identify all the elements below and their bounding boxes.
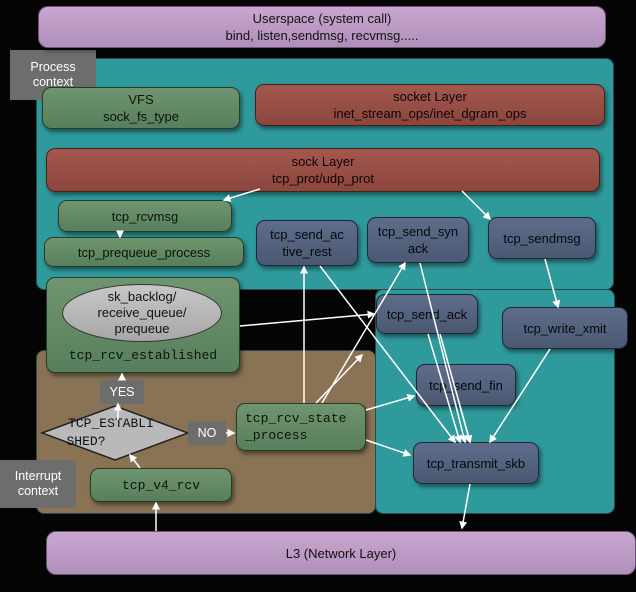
tcp-send-active-rest-line1: tcp_send_ac <box>270 227 344 242</box>
arrow-state-to-transmit <box>365 439 412 457</box>
sk-backlog-ellipse: sk_backlog/ receive_queue/ prequeue <box>62 284 222 342</box>
userspace-box: Userspace (system call) bind, listen,sen… <box>38 6 606 48</box>
tcp-rcvmsg-label: tcp_rcvmsg <box>111 208 179 224</box>
arrow-transmit-to-l3 <box>459 483 471 530</box>
arrow-sendmsg-to-write-xmit <box>544 258 561 309</box>
tcp-rcv-state-process-box: tcp_rcv_state _process <box>236 403 366 451</box>
arrow-sock-to-rcvmsg <box>222 188 261 202</box>
yes-label: YES <box>100 380 144 404</box>
no-label-text: NO <box>197 425 217 440</box>
tcp-sendmsg-box: tcp_sendmsg <box>488 217 596 259</box>
tcp-transmit-skb-box: tcp_transmit_skb <box>413 442 539 484</box>
tcp-rcv-established-label: tcp_rcv_established <box>68 348 218 363</box>
sock-layer-line1: sock Layer <box>291 154 355 169</box>
tcp-send-active-rest-line2: tive_rest <box>282 244 332 259</box>
tcp-sendmsg-label: tcp_sendmsg <box>503 230 581 246</box>
interrupt-context-label: Interrupt context <box>0 460 76 508</box>
userspace-line1: Userspace (system call) <box>252 11 392 26</box>
tcp-rcvmsg-box: tcp_rcvmsg <box>58 200 232 232</box>
process-context-line2: context <box>32 75 74 89</box>
arrow-state-to-established <box>315 353 364 404</box>
socket-layer-line2: inet_stream_ops/inet_dgram_ops <box>333 106 527 121</box>
socket-layer-line1: socket Layer <box>393 89 467 104</box>
l3-network-layer-box: L3 (Network Layer) <box>46 531 636 575</box>
tcp-send-ack-box: tcp_send_ack <box>376 294 478 334</box>
arrow-state-to-synack <box>321 261 406 404</box>
sk-backlog-line2: receive_queue/ <box>97 305 187 320</box>
tcp-rcv-state-process-line2: _process <box>245 428 308 443</box>
arrow-fin-to-transmit <box>459 405 473 444</box>
tcp-send-fin-box: tcp_send_fin <box>416 364 516 406</box>
tcp-prequeue-process-label: tcp_prequeue_process <box>77 244 211 260</box>
yes-label-text: YES <box>109 384 135 399</box>
vfs-line1: VFS <box>128 92 154 107</box>
tcp-send-fin-label: tcp_send_fin <box>429 377 503 393</box>
userspace-line2: bind, listen,sendmsg, recvmsg..... <box>225 28 419 43</box>
tcp-transmit-skb-label: tcp_transmit_skb <box>426 455 526 471</box>
process-context-line1: Process <box>30 60 76 74</box>
vfs-line2: sock_fs_type <box>103 109 179 124</box>
arrow-active-rest-to-transmit <box>319 265 456 444</box>
sk-backlog-line1: sk_backlog/ <box>107 289 177 304</box>
interrupt-context-line2: context <box>17 484 59 498</box>
arrow-synack-to-transmit <box>419 262 468 444</box>
arrow-v4rcv-to-decision <box>129 453 141 469</box>
arrow-ack-to-transmit-1 <box>427 333 462 444</box>
decision-line1: TCP_ESTABLI <box>68 416 154 431</box>
tcp-send-ack-label: tcp_send_ack <box>386 306 468 322</box>
tcp-send-active-rest-box: tcp_send_ac tive_rest <box>256 220 358 266</box>
tcp-prequeue-process-box: tcp_prequeue_process <box>44 237 244 267</box>
tcp-send-synack-line1: tcp_send_syn <box>377 224 459 239</box>
tcp-write-xmit-label: tcp_write_xmit <box>523 320 607 336</box>
tcp-write-xmit-box: tcp_write_xmit <box>502 307 628 349</box>
arrow-state-to-fin <box>365 393 416 411</box>
tcp-v4-rcv-label: tcp_v4_rcv <box>121 477 200 493</box>
decision-text: TCP_ESTABLI SHED? <box>40 410 190 456</box>
sock-layer-box: sock Layer tcp_prot/udp_prot <box>46 148 600 192</box>
arrow-write-xmit-to-transmit <box>489 348 551 444</box>
tcp-rcv-state-process-line1: tcp_rcv_state <box>245 411 347 426</box>
decision-line2: SHED? <box>66 434 106 449</box>
tcp-send-synack-box: tcp_send_syn ack <box>367 217 469 263</box>
tcp-send-synack-line2: ack <box>407 241 429 256</box>
no-label: NO <box>188 421 226 445</box>
arrow-established-to-send-ack <box>239 310 376 327</box>
socket-layer-box: socket Layer inet_stream_ops/inet_dgram_… <box>255 84 605 126</box>
vfs-box: VFS sock_fs_type <box>42 87 240 129</box>
sk-backlog-line3: prequeue <box>114 321 170 336</box>
arrow-sock-to-sendmsg <box>461 190 492 221</box>
tcp-v4-rcv-box: tcp_v4_rcv <box>90 468 232 502</box>
l3-network-layer-label: L3 (Network Layer) <box>285 545 397 561</box>
sock-layer-line2: tcp_prot/udp_prot <box>272 171 374 186</box>
interrupt-context-line1: Interrupt <box>14 469 62 483</box>
